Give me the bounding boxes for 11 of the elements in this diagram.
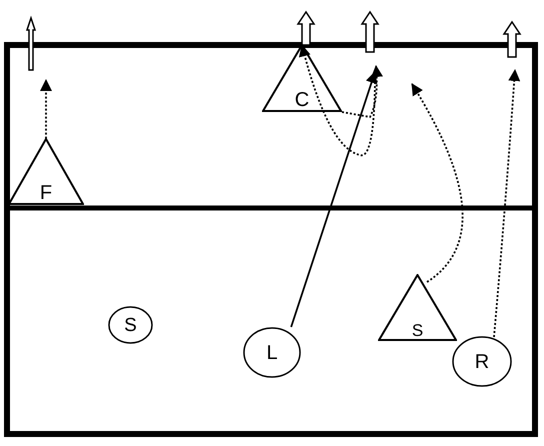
movement-arrow [40, 79, 52, 139]
movement-arrow [493, 69, 520, 338]
player-letter: C [294, 90, 310, 110]
player-letter: F [40, 183, 52, 203]
movement-arrow [290, 71, 378, 328]
player-letter: L [266, 342, 278, 362]
player-letter: S [412, 322, 424, 339]
player-letter: R [474, 352, 490, 372]
player-letter: S [124, 316, 137, 334]
movement-arrow [342, 65, 383, 118]
movement-arrow [411, 83, 464, 283]
